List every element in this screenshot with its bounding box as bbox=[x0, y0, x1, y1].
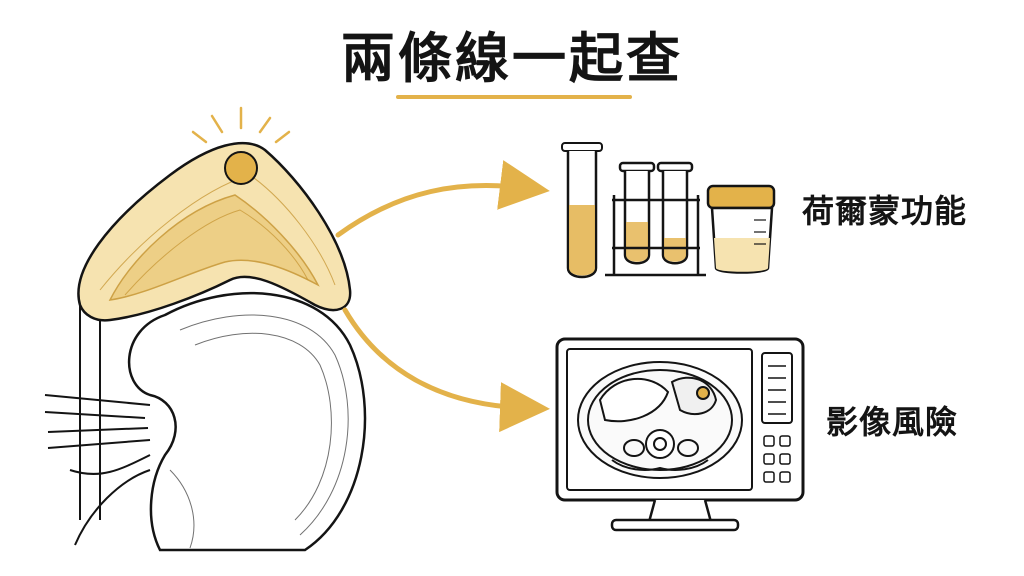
title-underline bbox=[396, 95, 632, 99]
imaging-risk-label: 影像風險 bbox=[826, 403, 959, 441]
highlight-rays-icon bbox=[191, 106, 291, 144]
renal-vessels bbox=[44, 300, 151, 546]
ct-monitor-icon bbox=[555, 337, 805, 532]
arrow-to-hormone bbox=[335, 160, 550, 238]
specimen-cup-icon bbox=[706, 184, 776, 274]
kidney-contour-lines bbox=[169, 314, 349, 549]
page-title: 兩條線一起查 bbox=[341, 27, 683, 90]
arrow-to-imaging bbox=[342, 307, 550, 433]
adrenal-nodule-icon bbox=[224, 151, 258, 185]
monitor-buttons bbox=[763, 435, 791, 483]
ct-scan-icon bbox=[577, 361, 743, 479]
tube-rack-icon bbox=[605, 161, 706, 277]
test-tube-icon bbox=[561, 142, 603, 279]
lab-tests-icon bbox=[561, 142, 776, 279]
hormone-function-label: 荷爾蒙功能 bbox=[802, 192, 968, 230]
adrenal-inner-layer bbox=[108, 194, 320, 301]
kidney-icon bbox=[127, 292, 367, 552]
kidney-illustration bbox=[44, 106, 367, 552]
